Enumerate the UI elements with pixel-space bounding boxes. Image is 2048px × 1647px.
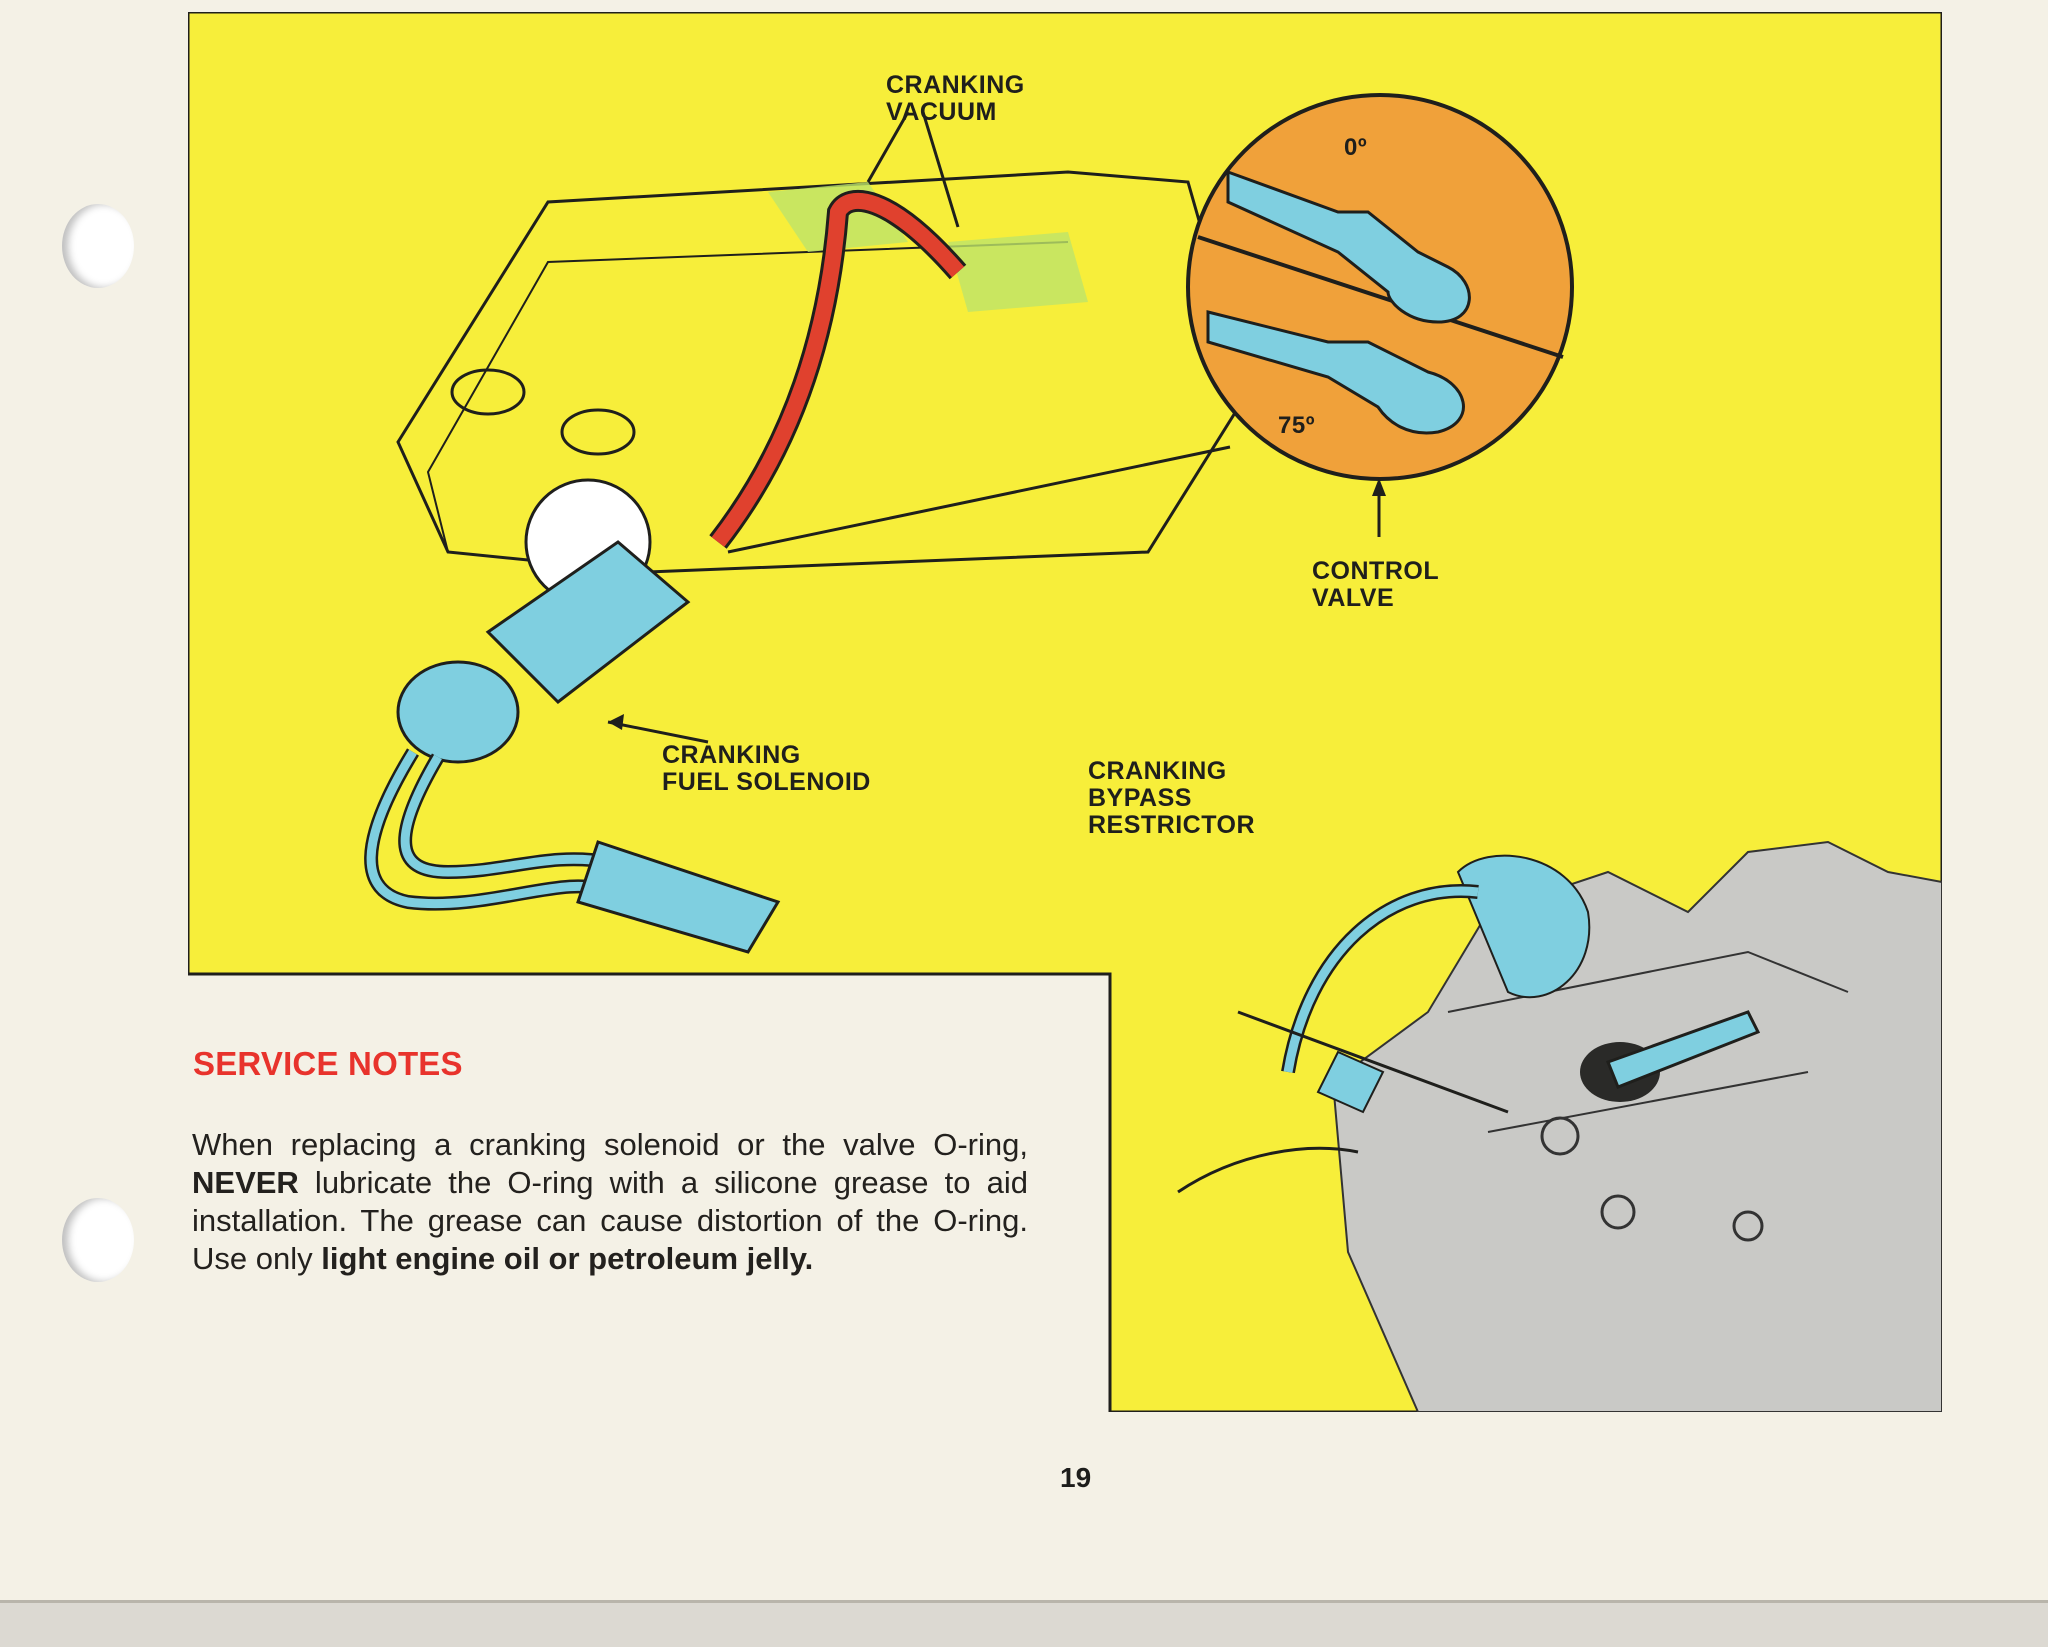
binder-hole-top	[62, 204, 134, 288]
page-bottom-edge	[0, 1600, 2048, 1647]
label-angle-open: 75º	[1278, 412, 1315, 439]
label-angle-closed: 0º	[1344, 134, 1368, 161]
vacuum-passage	[711, 192, 965, 547]
solenoid-connector	[576, 840, 781, 954]
valve-closed-position	[1226, 169, 1471, 324]
diagram-illustration	[188, 12, 1942, 1412]
notes-emphasis-lubricant: light engine oil or petroleum jelly.	[321, 1241, 814, 1276]
label-control-valve: CONTROL VALVE	[1312, 557, 1440, 612]
diagram-panel: CRANKING VACUUM 0º 75º CONTROL VALVE CRA…	[188, 12, 1942, 1412]
notes-text-1: When replacing a cranking solenoid or th…	[192, 1127, 1028, 1162]
bypass-restrictor-port	[1540, 1116, 1580, 1156]
page-number: 19	[1060, 1462, 1092, 1493]
notes-text-2: lubricate the O-ring with a silicone gre…	[192, 1165, 1028, 1276]
service-notes-body: When replacing a cranking solenoid or th…	[192, 1126, 1028, 1278]
valve-open-position	[1206, 310, 1465, 435]
service-notes-title: SERVICE NOTES	[193, 1045, 463, 1082]
bypass-restrictor-leader	[1237, 1010, 1509, 1114]
binder-hole-bottom	[62, 1198, 134, 1282]
notes-emphasis-never: NEVER	[192, 1165, 299, 1200]
label-cranking-vacuum: CRANKING VACUUM	[886, 71, 1025, 126]
cranking-fuel-solenoid	[485, 540, 691, 704]
label-cranking-fuel-solenoid: CRANKING FUEL SOLENOID	[662, 741, 871, 796]
installed-control-valve	[1606, 1010, 1761, 1089]
label-cranking-bypass-restrictor: CRANKING BYPASS RESTRICTOR	[1088, 757, 1256, 839]
